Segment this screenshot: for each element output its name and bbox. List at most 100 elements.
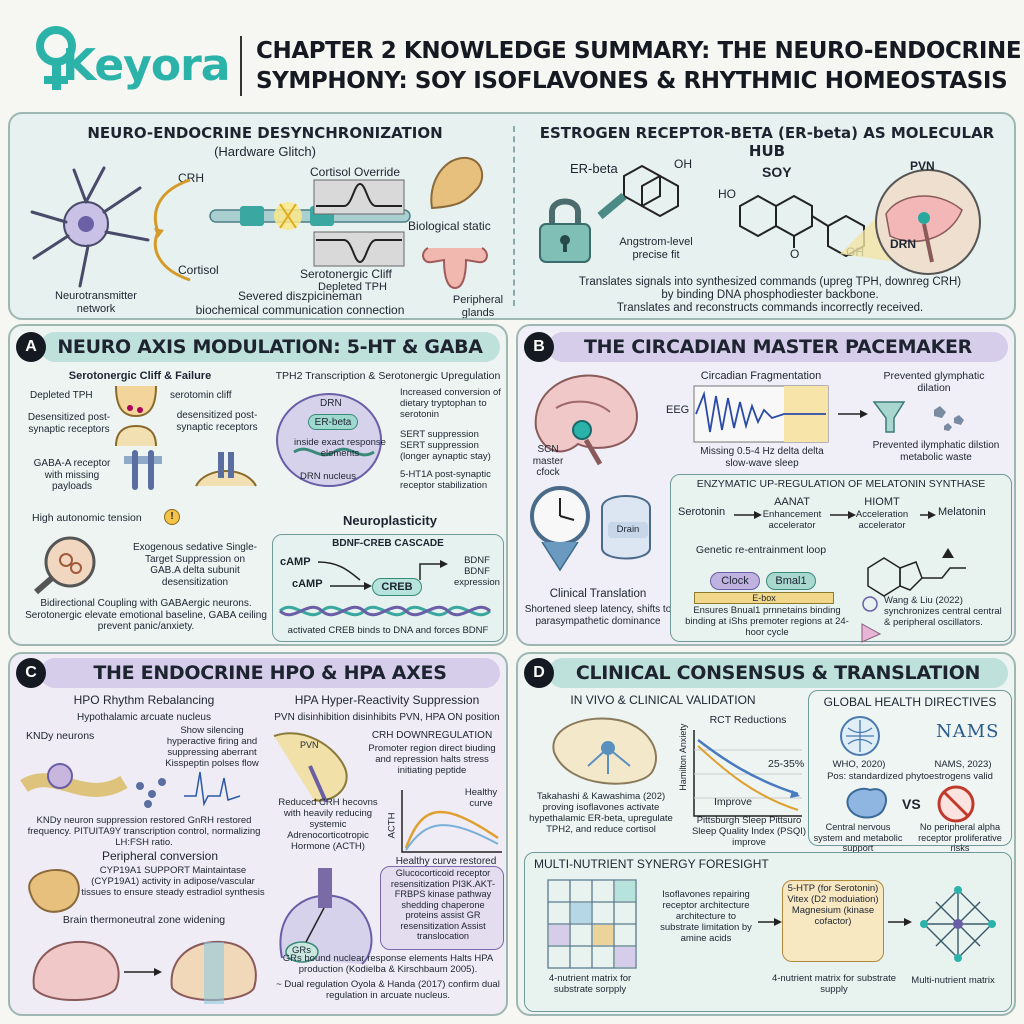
uterus-icon bbox=[422, 247, 488, 290]
clinical-translation-label: Clinical Translation bbox=[549, 588, 647, 600]
prevented-top-label: Prevented glymphatic dilation bbox=[883, 370, 985, 395]
hub-desc-3: Translates and reconstructs commands inc… bbox=[616, 302, 924, 314]
no-peripheral-label: No peripheral alpha receptor proliferati… bbox=[918, 822, 1002, 854]
grs-bound-label: GRs bound nuclear response elements Halt… bbox=[282, 953, 494, 975]
brain-support-icon bbox=[846, 787, 888, 819]
receptor-stab-label: 5-HT1A post-synaptic receptor stabilizat… bbox=[400, 469, 491, 491]
peripheral-conversion-heading: Peripheral conversion bbox=[101, 849, 219, 863]
severed-label-1: Severed diszpicineman bbox=[237, 289, 363, 303]
cliff-wave-icon bbox=[313, 231, 405, 267]
receptor-right-icon bbox=[195, 452, 257, 487]
healthy-curve-label: Healthy curve bbox=[464, 787, 498, 809]
biological-static-label: Biological static bbox=[408, 219, 491, 233]
severed-cable-icon bbox=[209, 202, 411, 230]
warning-icon: ! bbox=[164, 509, 180, 525]
synergy-box bbox=[524, 852, 1012, 1012]
panel-d-badge: D bbox=[524, 658, 554, 688]
prevented-bottom-label: Prevented ilymphatic dilstion metabolic … bbox=[872, 440, 1000, 463]
er-beta-label: ER-beta bbox=[570, 161, 618, 176]
panel-c-banner: THE ENDOCRINE HPO & HPA AXES bbox=[40, 658, 500, 688]
neuroplasticity-heading: Neuroplasticity bbox=[343, 513, 437, 528]
dna-helix-icon bbox=[278, 605, 492, 617]
wang-label: Wang & Liu (2022) synchronizes central c… bbox=[884, 595, 1002, 628]
promoter-label: Promoter region direct biuding and repre… bbox=[368, 743, 496, 776]
central-label: Central nervous system and metabolic sup… bbox=[813, 822, 903, 854]
serotonin-label: Serotonin bbox=[678, 506, 726, 518]
shortened-label: Shortened sleep latency, shifts to paras… bbox=[524, 604, 672, 627]
eeg-label: EEG bbox=[666, 404, 690, 416]
cascade-title: BDNF-CREB CASCADE bbox=[332, 538, 444, 549]
rct-heading: RCT Reductions bbox=[709, 714, 787, 726]
nutrient-matrix-grid bbox=[547, 879, 637, 969]
melatonin-box bbox=[670, 474, 1012, 642]
pittsburgh-label: Pittsburgh Sleep Pittsuro Sleep Quality … bbox=[691, 815, 807, 848]
cortisol-override-label: Cortisol Override bbox=[310, 165, 401, 179]
desensitized-left: Desensitized post-synaptic receptors bbox=[27, 412, 111, 435]
override-wave-icon bbox=[313, 179, 405, 215]
severed-label-2: biochemical communication connection bbox=[195, 303, 405, 317]
hiomt-sub: Acceleration accelerator bbox=[855, 509, 909, 531]
serotomin-cliff-label: serotomin cliff bbox=[170, 390, 232, 401]
depleted-tph-a: Depleted TPH bbox=[30, 390, 93, 401]
glucocorticoid-box bbox=[380, 866, 504, 950]
panel-b: THE CIRCADIAN MASTER PACEMAKER B SCN mas… bbox=[516, 324, 1016, 646]
rct-reduction-chart bbox=[693, 730, 802, 817]
hub-desc-1: Translates signals into synthesized comm… bbox=[578, 276, 962, 288]
gaba-a-label: GABA-A receptor with missing payloads bbox=[33, 458, 111, 492]
page-title-line1: CHAPTER 2 KNOWLEDGE SUMMARY: THE NEURO-E… bbox=[256, 38, 1022, 64]
genetic-loop-label: Genetic re-entrainment loop bbox=[695, 544, 827, 556]
dual-regulation-label: ~ Dual regulation Oyola & Handa (2017) c… bbox=[276, 979, 500, 1001]
header-divider bbox=[240, 36, 242, 96]
signal-arrows-icon bbox=[153, 178, 191, 282]
nutrients-box bbox=[782, 880, 884, 962]
hub-desc-2: by binding DNA phosphodiester backbone. bbox=[661, 289, 879, 301]
nams-year-label: NAMS, 2023) bbox=[934, 759, 992, 770]
thermo-label: Brain thermoneutral zone widening bbox=[62, 914, 226, 926]
isoflavones-label: Isoflavones repairing receptor architect… bbox=[660, 889, 752, 944]
arrow-right-icon bbox=[838, 410, 868, 418]
synergy-arrow-1 bbox=[758, 918, 782, 926]
melatonin-label: Melatonin bbox=[938, 506, 986, 518]
acth-curve-chart bbox=[401, 790, 502, 853]
neurotransmitter-network-label: Neurotransmitter network bbox=[55, 290, 137, 315]
pos-label: Pos: standardized phytoestrogens valid bbox=[827, 771, 993, 782]
funnel-icon bbox=[872, 401, 964, 433]
melatonin-molecule-icon bbox=[867, 548, 966, 597]
desync-subtitle: (Hardware Glitch) bbox=[214, 144, 316, 159]
creb-pill: CREB bbox=[372, 578, 422, 596]
bidirectional-label: Bidirectional Coupling with GABAergic ne… bbox=[25, 598, 267, 632]
acth-axis-label: ACTH bbox=[386, 812, 398, 839]
grs-label: GRs bbox=[292, 945, 311, 956]
gland-icon bbox=[430, 156, 484, 210]
rat-brain-icon bbox=[552, 717, 657, 785]
gaba-receptor-icon bbox=[124, 450, 162, 490]
header: Keyora CHAPTER 2 KNOWLEDGE SUMMARY: THE … bbox=[0, 0, 1024, 110]
high-tension-label: High autonomic tension bbox=[32, 512, 142, 524]
healthy-restored-label: Healthy curve restored bbox=[395, 856, 497, 867]
brain-spotlight-icon bbox=[840, 169, 981, 275]
clock-pill: Clock bbox=[710, 572, 760, 590]
increased-label: Increased conversion of dietary tryptoph… bbox=[400, 387, 501, 420]
aanat-label: AANAT bbox=[774, 496, 810, 508]
panel-a-title: NEURO AXIS MODULATION: 5-HT & GABA bbox=[57, 336, 483, 358]
panel-c-title: THE ENDOCRINE HPO & HPA AXES bbox=[93, 662, 447, 684]
eeg-trace bbox=[693, 385, 829, 443]
panel-b-banner: THE CIRCADIAN MASTER PACEMAKER bbox=[548, 332, 1008, 362]
network-icon bbox=[920, 886, 996, 962]
camp-label-2: cAMP bbox=[292, 578, 323, 590]
er-beta-hub-title: ESTROGEN RECEPTOR-BETA (ER-beta) AS MOLE… bbox=[539, 124, 995, 160]
key-ligand-icon bbox=[597, 164, 679, 220]
cascade-arrows-icon bbox=[317, 560, 448, 590]
synergy-heading: MULTI-NUTRIENT SYNERGY FORESIGHT bbox=[534, 857, 769, 871]
logo-mark-icon bbox=[36, 26, 76, 90]
kndy-restored-label: KNDy neuron suppression restored GnRH re… bbox=[27, 815, 261, 848]
aanat-sub: Enhancement accelerator bbox=[762, 509, 822, 531]
pvn-label-c: PVN bbox=[300, 740, 319, 750]
panel-c: THE ENDOCRINE HPO & HPA AXES C HPO Rhyth… bbox=[8, 652, 508, 1016]
neuron-icon bbox=[30, 166, 150, 288]
lock-icon bbox=[539, 198, 591, 263]
scn-label: SCN master cfock bbox=[532, 444, 564, 478]
who-emblem-icon bbox=[840, 716, 880, 756]
activated-label: activated CREB binds to DNA and forces B… bbox=[287, 625, 489, 636]
panel-d: CLINICAL CONSENSUS & TRANSLATION D IN VI… bbox=[516, 652, 1016, 1016]
